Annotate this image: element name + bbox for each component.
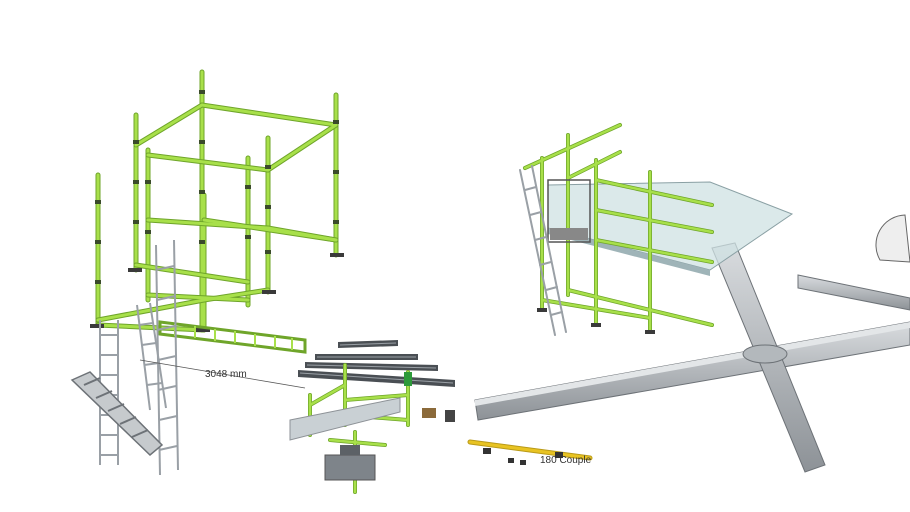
scaffold-tower-left bbox=[90, 69, 344, 333]
steel-planks bbox=[298, 340, 455, 387]
scaffold-frame-center bbox=[308, 363, 455, 494]
toe-board-panel bbox=[289, 397, 401, 441]
stair-unit bbox=[70, 371, 164, 457]
dimension-label: 3048 mm bbox=[205, 369, 247, 380]
scaffold-platform-right bbox=[519, 123, 714, 336]
yellow-tube-coupler bbox=[467, 439, 593, 465]
steel-beam-cross bbox=[474, 214, 910, 473]
steel-i-beam-small bbox=[324, 445, 376, 481]
coupler-label: 180 Couple bbox=[540, 455, 592, 466]
dimension-line bbox=[139, 359, 306, 389]
ladder-leaning bbox=[136, 302, 167, 411]
